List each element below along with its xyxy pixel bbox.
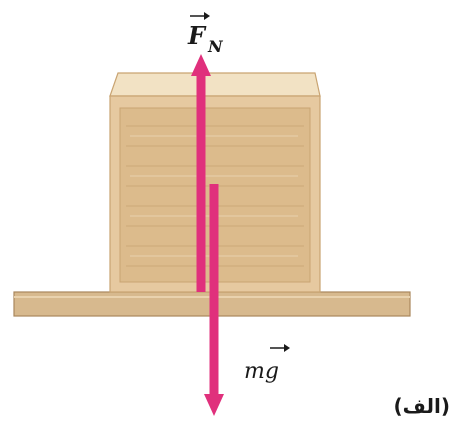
weight-symbol: mg (244, 359, 279, 384)
normal-force-arrow (191, 54, 211, 292)
normal-force-subscript: N (207, 37, 224, 56)
weight-label: mg (244, 344, 290, 384)
weight-arrow (204, 184, 224, 416)
panel-label: (الف) (394, 394, 450, 418)
crate-top (109, 72, 321, 97)
normal-force-label: F N (187, 12, 224, 56)
normal-force-symbol: F (187, 21, 207, 50)
